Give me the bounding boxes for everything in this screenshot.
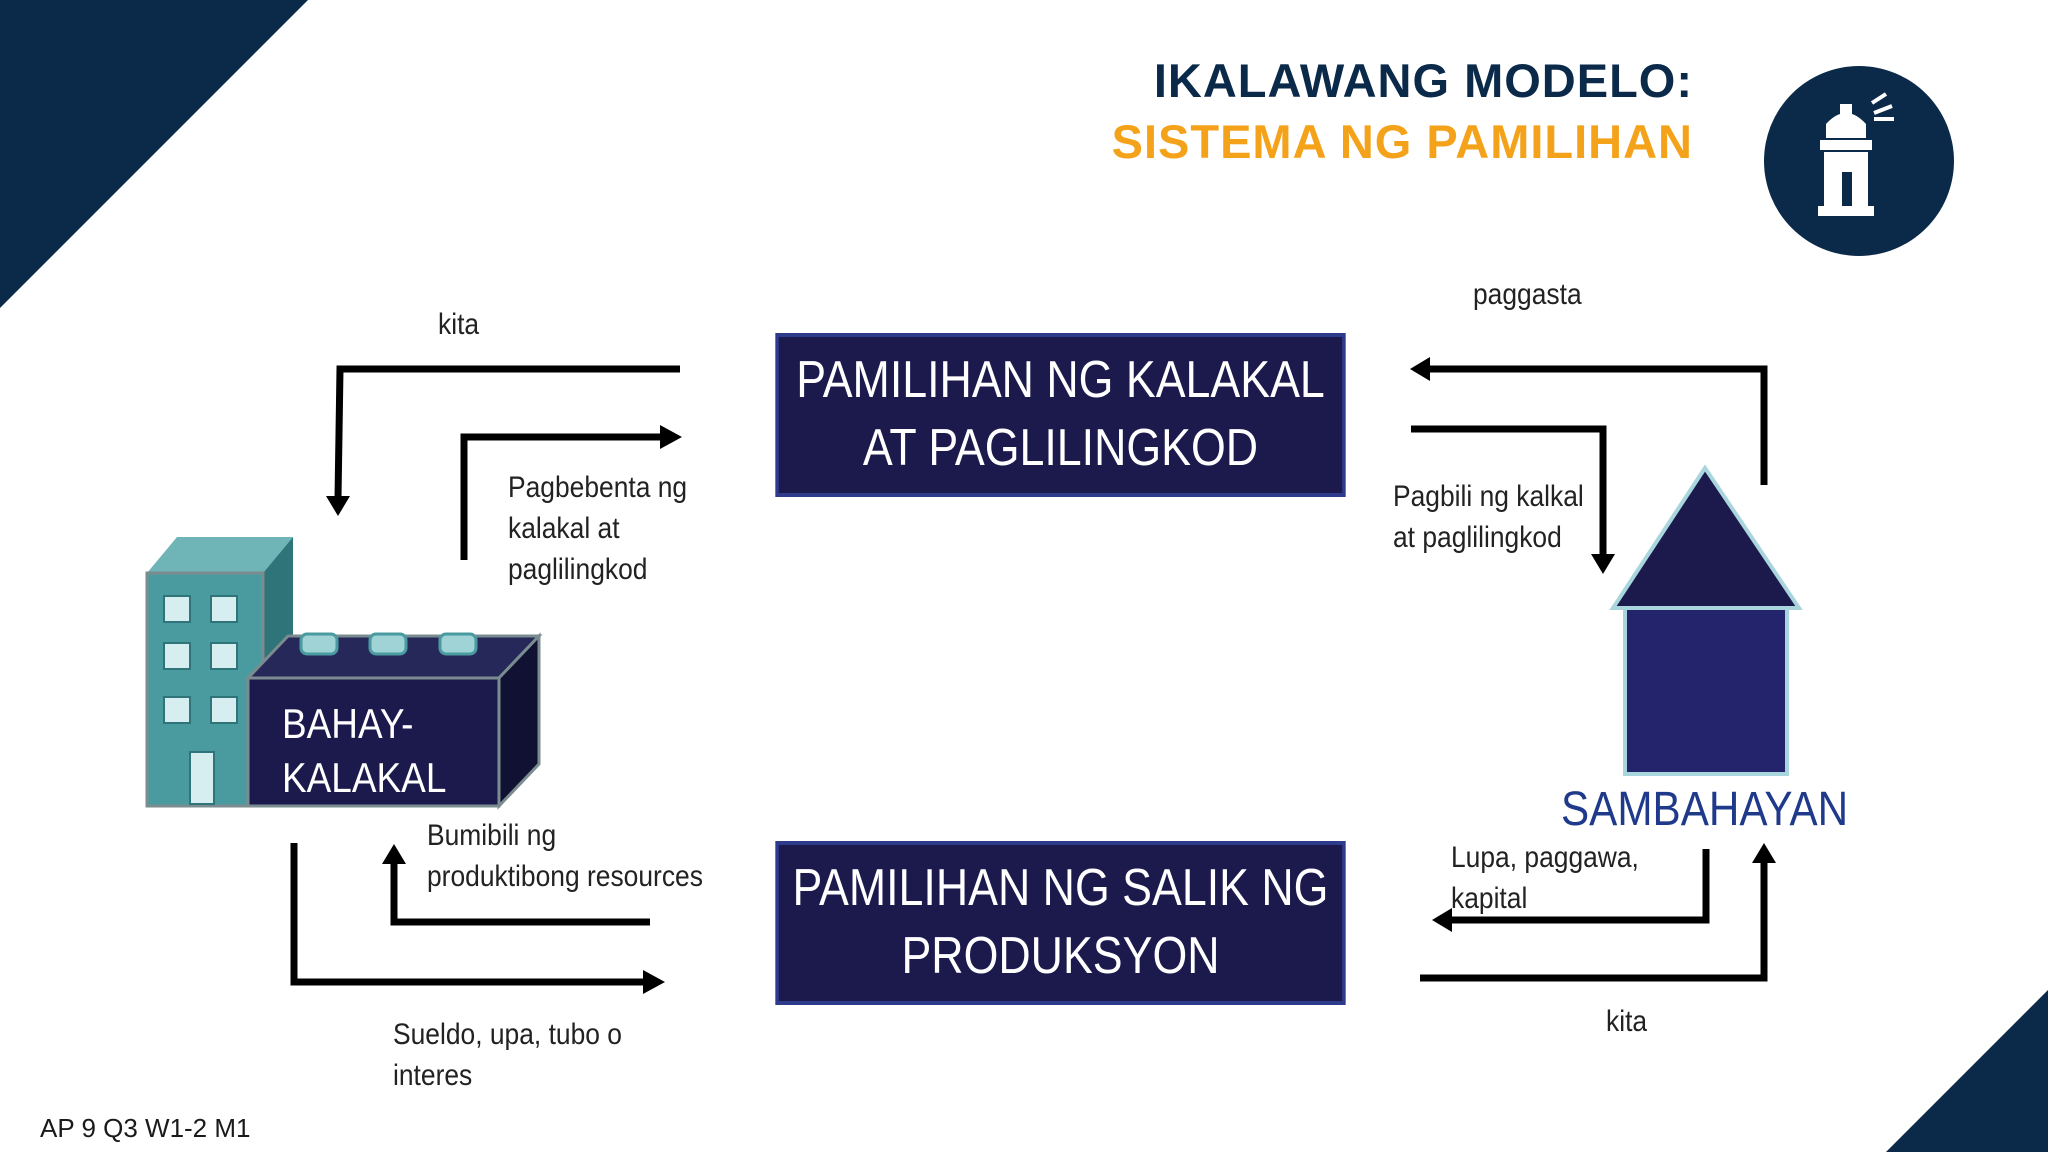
factor-market-line-2: PRODUKSYON <box>901 927 1220 985</box>
arrow-pagbebenta <box>460 433 662 560</box>
label-lupa: Lupa, paggawa, kapital <box>1451 841 1639 915</box>
corner-triangle-bottom-right <box>1886 990 2048 1152</box>
factor-market-box: PAMILIHAN NG SALIK NG PRODUKSYON <box>775 841 1346 1005</box>
title-line-2: SISTEMA NG PAMILIHAN <box>1111 115 1693 168</box>
label-bumibili: Bumibili ng produktibong resources <box>427 819 703 893</box>
footer-code: AP 9 Q3 W1-2 M1 <box>40 1113 251 1143</box>
household-house-icon <box>1609 464 1803 776</box>
label-pagbili: Pagbili ng kalkal at paglilingkod <box>1393 480 1584 554</box>
arrow-lupa <box>1450 849 1710 924</box>
label-kita-top: kita <box>438 308 480 341</box>
label-kita-bottom: kita <box>1606 1005 1648 1038</box>
arrow-kita-bottom <box>1420 861 1768 982</box>
arrow-bumibili <box>390 862 650 926</box>
label-sueldo: Sueldo, upa, tubo o interes <box>393 1018 622 1092</box>
title-line-1: IKALAWANG MODELO: <box>1153 54 1693 107</box>
corner-triangle-top-left <box>0 0 308 308</box>
factor-market-line-1: PAMILIHAN NG SALIK NG <box>792 859 1329 918</box>
label-pagbebenta: Pagbebenta ng kalakal at paglilingkod <box>508 471 688 586</box>
arrow-kita-top <box>334 365 680 499</box>
arrow-paggasta <box>1428 365 1768 485</box>
lighthouse-icon <box>1764 66 1954 256</box>
household-label: SAMBAHAYAN <box>1561 783 1849 836</box>
goods-market-box: PAMILIHAN NG KALAKAL AT PAGLILINGKOD <box>775 333 1346 497</box>
business-building-icon <box>145 537 543 810</box>
goods-market-line-2: AT PAGLILINGKOD <box>862 419 1259 477</box>
arrow-heads <box>326 357 1776 994</box>
goods-market-line-1: PAMILIHAN NG KALAKAL <box>796 351 1325 410</box>
business-label: BAHAY- KALAKAL <box>282 700 447 801</box>
arrow-sueldo <box>290 843 645 986</box>
label-paggasta: paggasta <box>1473 278 1582 311</box>
flow-arrows <box>290 365 1768 986</box>
arrow-pagbili <box>1411 425 1607 556</box>
